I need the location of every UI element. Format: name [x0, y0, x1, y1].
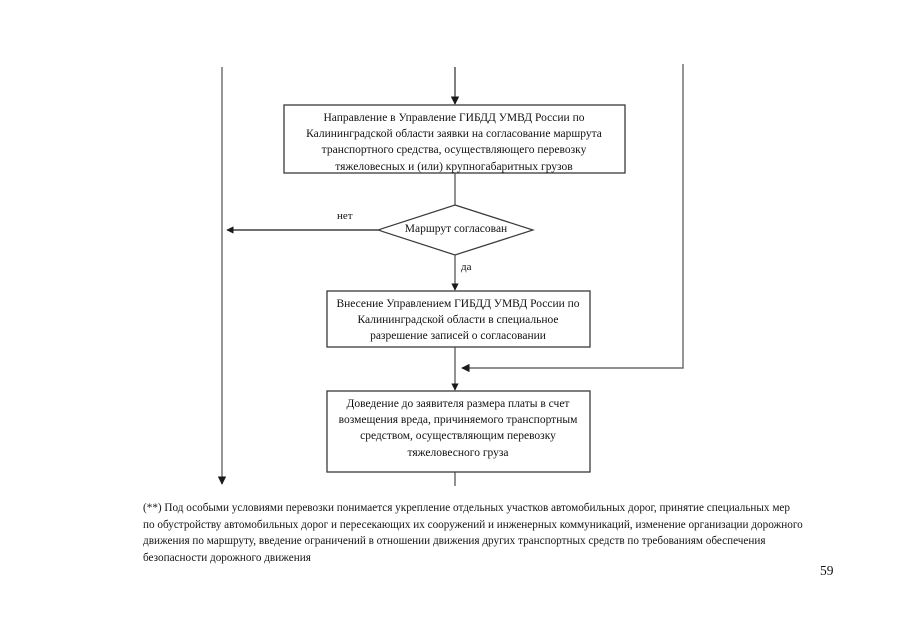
edge-label-yes: да [461, 261, 472, 273]
node-box2-shape [326, 290, 591, 348]
node-box1-label: Направление в Управление ГИБДД УМВД Росс… [306, 112, 602, 173]
edge-label-no: нет [337, 210, 353, 222]
node-box3-label: Доведение до заявителя размера платы в с… [338, 398, 578, 459]
node-decision-label: Маршрут согласован [404, 223, 508, 235]
node-box2-label: Внесение Управлением ГИБДД УМВД России п… [336, 298, 580, 343]
page-number: 59 [820, 563, 834, 578]
node-box3-shape [326, 390, 591, 473]
footnote-text: (**) Под особыми условиями перевозки пон… [143, 502, 803, 564]
right-rail [461, 64, 684, 373]
